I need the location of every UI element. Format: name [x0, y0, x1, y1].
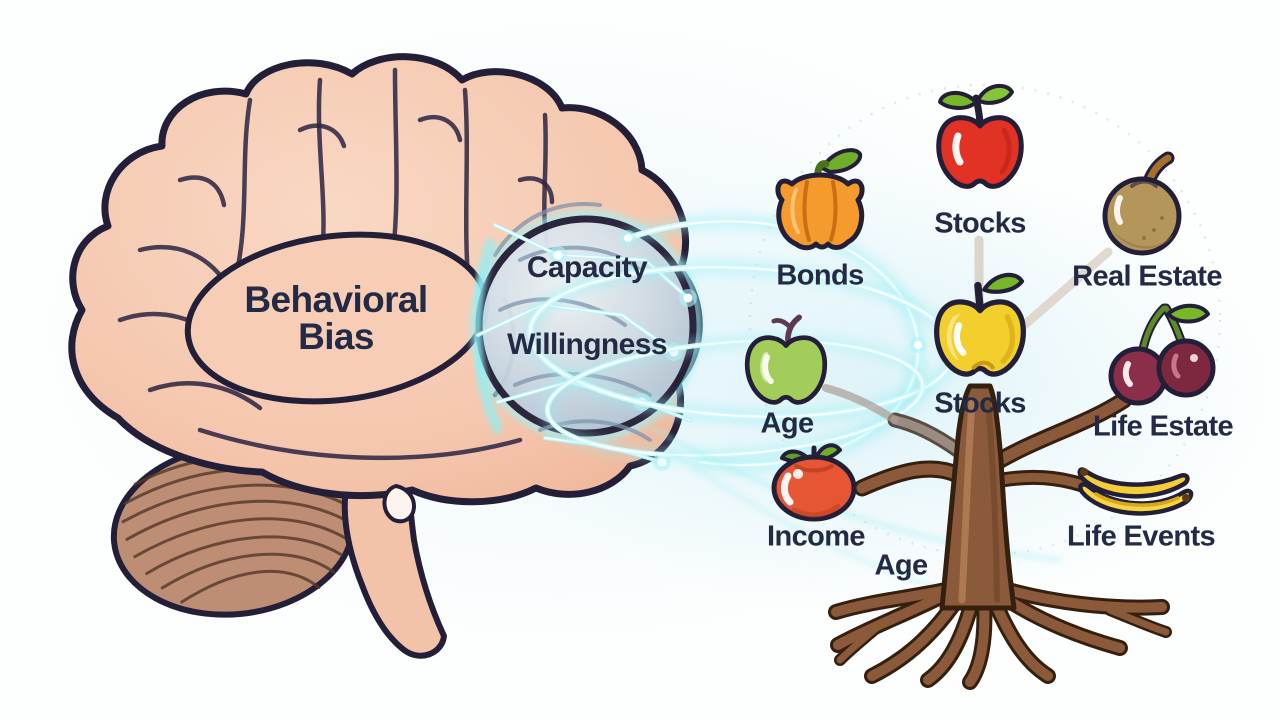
- label-age-bottom: Age: [874, 549, 929, 582]
- hemisphere-glow-seam: [472, 238, 505, 435]
- round-fruit-icon: [1102, 151, 1182, 256]
- label-age: Age: [760, 407, 815, 440]
- tree-branches: [822, 384, 1130, 494]
- trunk-highlight: [958, 398, 976, 604]
- label-income: Income: [767, 520, 866, 553]
- asset-tree: [822, 383, 1172, 690]
- label-life-estate: Life Estate: [1092, 410, 1234, 443]
- label-behavioral-bias-line2: Bias: [298, 316, 374, 357]
- tomato-icon: [771, 443, 857, 522]
- label-bonds: Bonds: [776, 259, 864, 292]
- brain-stem: [341, 461, 447, 659]
- cherries-icon: [1108, 303, 1216, 406]
- bananas-icon: [1077, 467, 1194, 516]
- yellow-apple-icon: [934, 272, 1026, 377]
- label-real-estate: Real Estate: [1072, 260, 1222, 293]
- dashed-orbit: [748, 83, 1222, 557]
- ear-hook-shape: [382, 484, 416, 524]
- label-life-events: Life Events: [1066, 520, 1216, 553]
- label-willingness: Willingness: [507, 328, 667, 361]
- bell-pepper-icon: [775, 148, 865, 251]
- label-behavioral-bias-line1: Behavioral: [244, 279, 428, 320]
- fruit-icons: [744, 83, 1216, 522]
- trunk-shadow: [985, 399, 1000, 603]
- label-capacity: Capacity: [526, 251, 648, 284]
- red-apple-icon: [936, 83, 1024, 189]
- label-stocks-top: Stocks: [934, 207, 1026, 240]
- label-stocks-mid: Stocks: [934, 387, 1026, 420]
- green-apple-icon: [744, 314, 828, 405]
